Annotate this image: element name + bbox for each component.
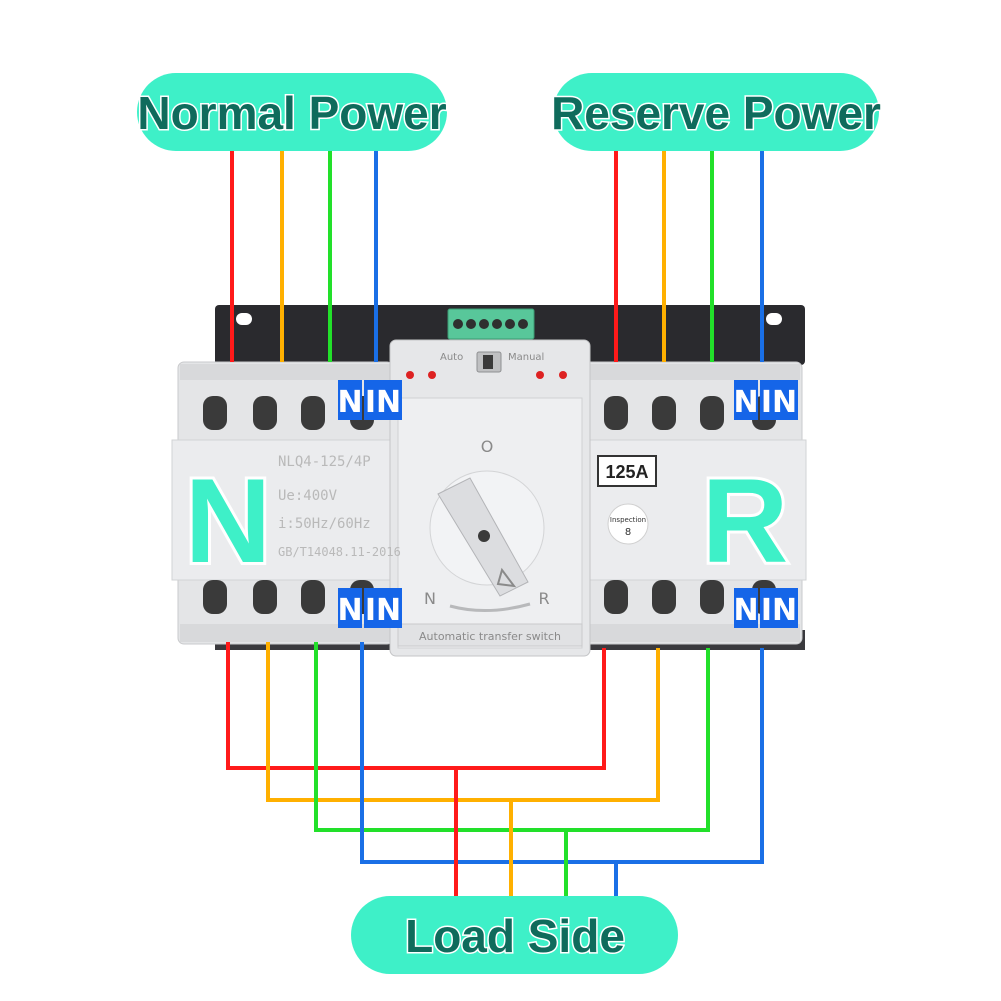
position-r-label: R xyxy=(538,589,549,608)
voltage-text: Ue:400V xyxy=(278,488,338,504)
svg-text:N: N xyxy=(337,593,362,628)
led-reserve-1 xyxy=(536,371,544,379)
auto-label: Auto xyxy=(440,352,463,363)
frequency-text: i:50Hz/60Hz xyxy=(278,516,371,532)
rotary-selector-knob[interactable] xyxy=(429,470,545,597)
led-normal-1 xyxy=(406,371,414,379)
rating-text: 125A xyxy=(605,462,648,482)
svg-text:Normal Power: Normal Power xyxy=(137,87,446,139)
neutral-tag-top-left: N IN xyxy=(337,380,402,420)
svg-text:IN: IN xyxy=(365,385,401,420)
model-text: NLQ4-125/4P xyxy=(278,454,371,470)
load-side-pill: Load Side xyxy=(351,896,678,974)
neutral-tag-bottom-right: N IN xyxy=(733,588,798,628)
rotation-arrow xyxy=(449,602,531,612)
svg-text:N: N xyxy=(733,385,758,420)
normal-power-wires xyxy=(230,150,378,362)
load-side-wires xyxy=(226,642,764,900)
svg-text:IN: IN xyxy=(761,593,797,628)
neutral-tag-top-right: N IN xyxy=(733,380,798,420)
big-r-letter: R xyxy=(702,454,789,588)
reserve-power-pill: Reserve Power xyxy=(550,73,883,151)
position-o-label: O xyxy=(481,437,494,456)
inspection-number: 8 xyxy=(625,527,631,538)
manual-label: Manual xyxy=(508,352,544,363)
neutral-tag-bottom-left: N IN xyxy=(337,588,402,628)
center-controller xyxy=(389,308,591,657)
standard-text: GB/T14048.11-2016 xyxy=(278,545,401,559)
led-normal-2 xyxy=(428,371,436,379)
svg-text:Reserve Power: Reserve Power xyxy=(551,87,881,139)
reserve-breaker-body xyxy=(579,361,807,645)
svg-text:IN: IN xyxy=(761,385,797,420)
inspection-sticker xyxy=(607,503,649,545)
svg-text:N: N xyxy=(337,385,362,420)
normal-power-pill: Normal Power xyxy=(136,73,448,151)
svg-text:N: N xyxy=(733,593,758,628)
led-reserve-2 xyxy=(559,371,567,379)
control-terminal-block xyxy=(447,308,535,340)
reserve-power-wires xyxy=(614,150,764,362)
position-n-label: N xyxy=(424,589,436,608)
rating-box xyxy=(597,455,657,487)
device-bottom-label: Automatic transfer switch xyxy=(419,630,561,643)
inspection-text: Inspection xyxy=(610,516,646,524)
big-n-letter: N xyxy=(185,454,272,588)
svg-text:Load Side: Load Side xyxy=(405,910,625,962)
svg-text:IN: IN xyxy=(365,593,401,628)
